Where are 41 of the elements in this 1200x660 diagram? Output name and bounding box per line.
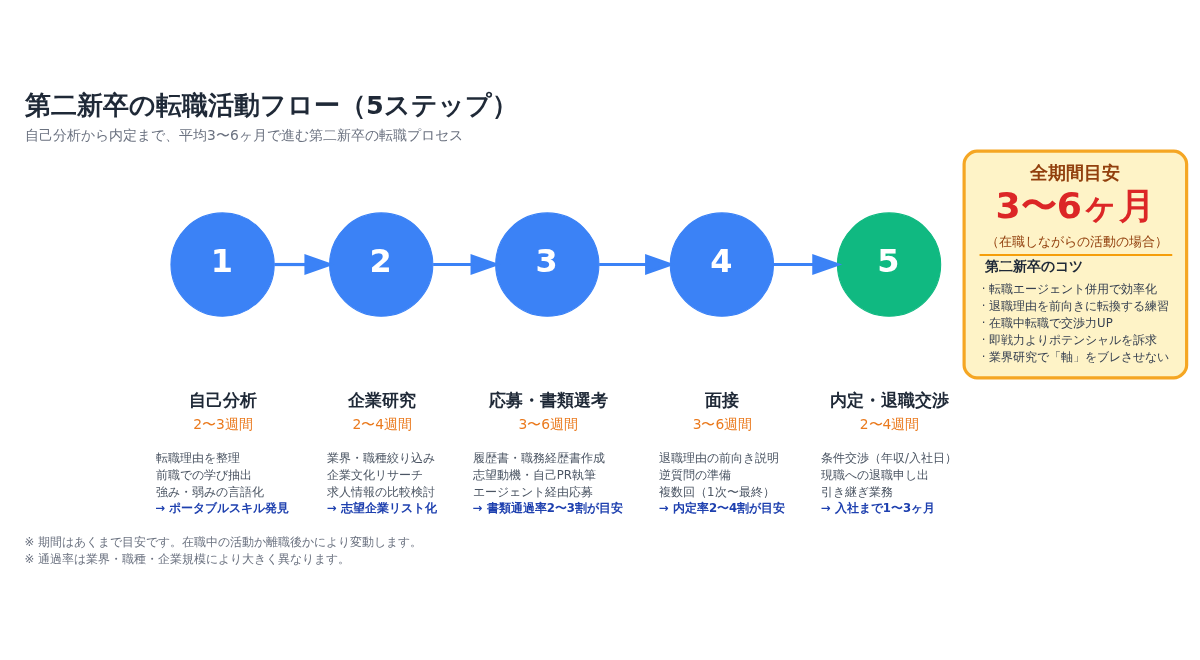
node-label: → ポータブルスキル発見 xyxy=(155,501,290,516)
node-label: → 内定率2〜4割が目安 xyxy=(659,501,786,516)
node-label: 強み・弱みの言語化 xyxy=(155,485,264,500)
node-label: エージェント経由応募 xyxy=(472,485,593,500)
node-label: 業界・職種絞り込み xyxy=(326,451,435,466)
node-label: 企業文化リサーチ xyxy=(326,468,423,483)
node-label: → 書類通過率2〜3割が目安 xyxy=(472,501,623,516)
node-label: 2〜4週間 xyxy=(352,415,413,432)
caption: 自己分析から内定まで、平均3〜6ヶ月で進む第二新卒の転職プロセス xyxy=(25,126,463,143)
node-label: 条件交渉（年収/入社日） xyxy=(820,451,957,466)
node-label: 志望動機・自己PR執筆 xyxy=(472,468,596,483)
node-circle: 2 xyxy=(329,212,434,317)
node-label: 複数回（1次〜最終） xyxy=(659,485,775,500)
node-label: 逆質問の準備 xyxy=(659,468,732,483)
node-label: 引き継ぎ業務 xyxy=(820,485,893,500)
node-label: 求人情報の比較検討 xyxy=(326,485,435,500)
label: ※ 通過率は業界・職種・企業規模により大きく異なります。 xyxy=(24,551,351,566)
node-circle: 1 xyxy=(170,212,275,317)
node-label: 現職への退職申し出 xyxy=(820,468,929,483)
node-label: 自己分析 xyxy=(188,389,257,410)
node-label: 2〜3週間 xyxy=(193,415,253,432)
node-box: 全期間目安 3〜6ヶ月 （在職しながらの活動の場合） 第二新卒のコツ · 転職エージェント併用で効率化 · 退職理由を前向きに転換する練習 · 在職中転職で交渉力UP · 即戦力よりポテンシャルを訴求 · 業界研究で「軸」をブレさせない xyxy=(962,149,1189,380)
node-label: 内定・退職交渉 xyxy=(829,389,949,410)
node-label: 企業研究 xyxy=(347,389,416,410)
node-label: 退職理由の前向き説明 xyxy=(659,451,780,466)
node-label: 2〜4週間 xyxy=(859,415,920,432)
node-label: → 入社まで1〜3ヶ月 xyxy=(820,501,936,516)
node-circle: 5 xyxy=(836,212,942,317)
node-label: 面接 xyxy=(704,389,739,410)
diagram-title: 第二新卒の転職活動フロー（5ステップ） xyxy=(25,90,518,121)
node-label: 応募・書類選考 xyxy=(488,389,608,410)
arrow xyxy=(773,254,843,275)
node-label: 3〜6週間 xyxy=(518,415,579,432)
node-circle: 3 xyxy=(495,212,600,317)
label: ※ 期間はあくまで目安です。在職中の活動か離職後かにより変動します。 xyxy=(24,534,423,549)
node-label: 前職での学び抽出 xyxy=(155,468,252,483)
node-label: 履歴書・職務経歴書作成 xyxy=(472,451,605,466)
node-label: → 志望企業リスト化 xyxy=(326,501,437,516)
node-label: 3〜6週間 xyxy=(692,415,753,432)
node-label: 転職理由を整理 xyxy=(155,451,240,466)
node-circle: 4 xyxy=(669,212,775,317)
